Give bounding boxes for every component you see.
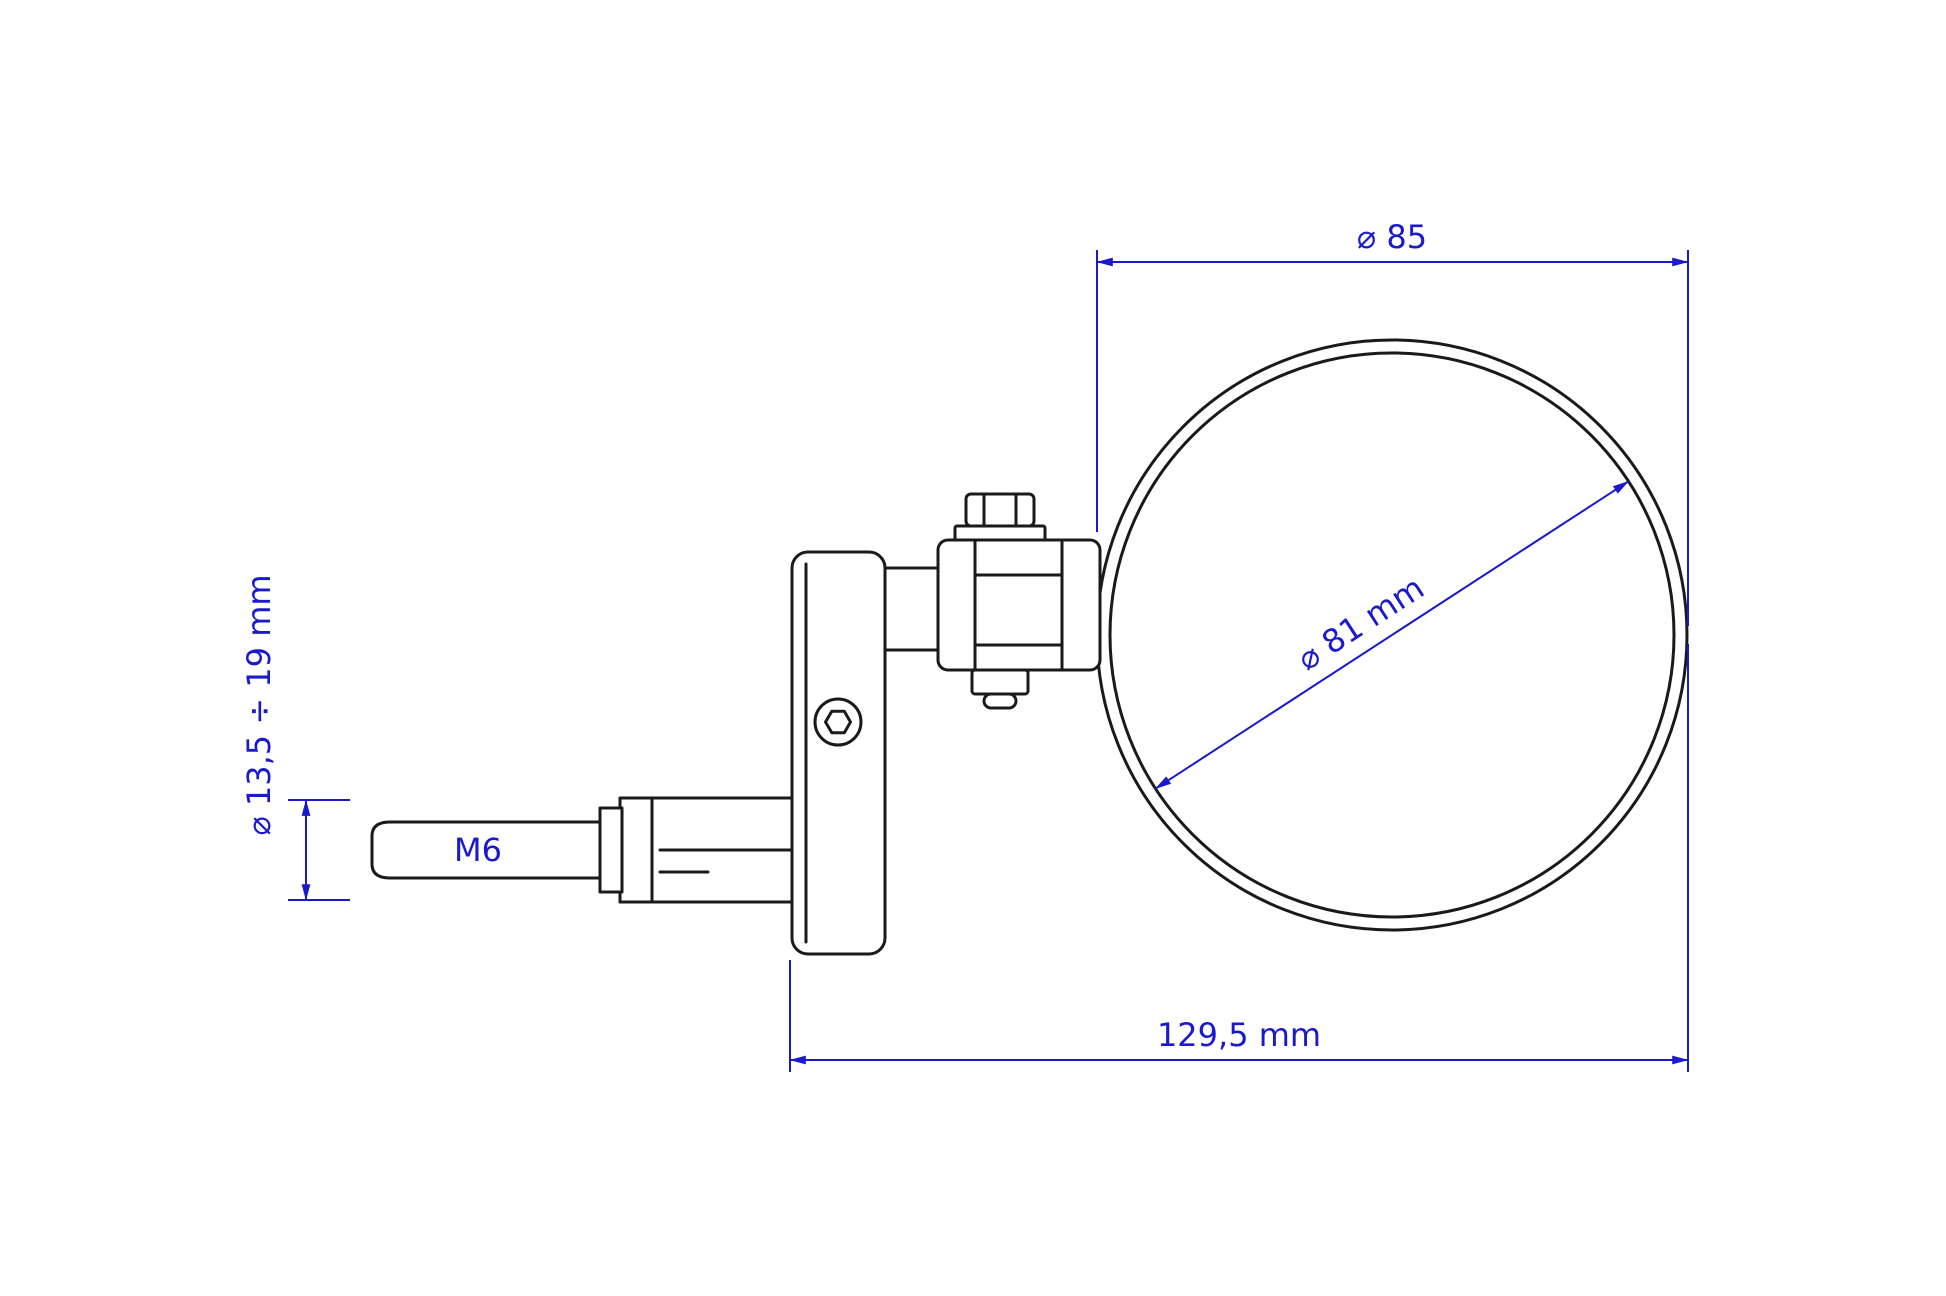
expander-range-label: ⌀ 13,5 ÷ 19 mm	[240, 574, 278, 835]
expander-sleeve	[618, 796, 802, 904]
locking-screw-hex-socket	[824, 709, 852, 735]
pivot-bolt-head	[964, 492, 1036, 528]
stem-washer	[598, 806, 624, 894]
dimension-expander-range: ⌀ 13,5 ÷ 19 mm	[240, 574, 350, 901]
threaded-stem	[370, 806, 624, 894]
pivot-bolt-washer	[953, 524, 1047, 542]
stem-thread-label: M6	[454, 831, 502, 869]
pivot-nut	[970, 668, 1030, 696]
dimension-line-diagonal	[1154, 480, 1630, 790]
clamp-body	[790, 550, 887, 956]
head-diameter-label: ⌀ 85	[1357, 218, 1427, 256]
threaded-stem-rod	[370, 820, 606, 880]
pivot-bolt-tip	[982, 692, 1018, 710]
locking-screw	[813, 697, 863, 747]
dimension-overall-length: 129,5 mm	[789, 644, 1689, 1072]
pivot-clevis	[936, 538, 1102, 672]
pivot-arm	[883, 492, 1102, 710]
clamp-body-outline	[790, 550, 887, 956]
dimension-head-diameter: ⌀ 85	[1096, 218, 1689, 626]
mirror-glass-circle	[1108, 351, 1676, 919]
overall-length-label: 129,5 mm	[1157, 1016, 1321, 1054]
